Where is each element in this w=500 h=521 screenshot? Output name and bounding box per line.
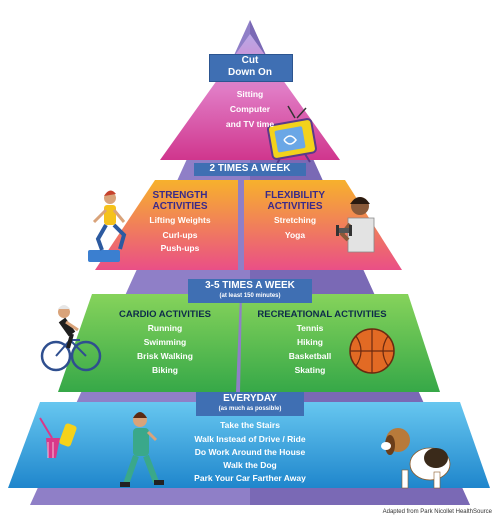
everyday-item-walk-dog: Walk the Dog	[223, 460, 277, 470]
cardio-item-swimming: Swimming	[143, 337, 187, 347]
woman-stepper-icon	[88, 190, 127, 262]
flexibility-heading-line1: FLEXIBILITY	[265, 190, 325, 201]
flexibility-item-yoga: Yoga	[284, 230, 306, 240]
strength-item-pushups: Push-ups	[160, 243, 200, 253]
tier-twice-left	[95, 180, 238, 270]
top-item-sitting: Sitting	[236, 89, 264, 99]
tier-recreational	[240, 294, 440, 392]
label-everyday-box	[196, 392, 304, 416]
flexibility-heading-line2: ACTIVITIES	[267, 201, 323, 212]
cleaning-supplies-icon	[39, 417, 77, 458]
credit-note: Adapted from Park Nicollet HealthSource	[382, 509, 492, 515]
cyclist-icon	[40, 305, 102, 372]
top-item-computer: Computer	[229, 104, 271, 114]
top-item-tv: and TV time	[225, 119, 275, 129]
tv-icon	[267, 105, 317, 167]
strength-heading-line2: ACTIVITIES	[152, 201, 208, 212]
recreational-item-tennis: Tennis	[296, 323, 324, 333]
cardio-item-running: Running	[147, 323, 183, 333]
everyday-item-walk-instead: Walk Instead of Drive / Ride	[194, 434, 306, 444]
label-three-five: 3-5 TIMES A WEEK	[205, 280, 295, 291]
top-title-line1: Cut	[241, 55, 259, 66]
tier-everyday	[8, 402, 490, 488]
beagle-dog-icon	[381, 428, 451, 489]
everyday-item-park-farther: Park Your Car Farther Away	[194, 473, 306, 483]
man-dumbbell-icon	[336, 197, 375, 253]
recreational-item-hiking: Hiking	[297, 337, 323, 347]
flexibility-item-stretching: Stretching	[273, 215, 317, 225]
strength-item-curlups: Curl-ups	[162, 230, 198, 240]
basketball-icon	[349, 328, 395, 374]
label-three-five-box	[188, 279, 312, 303]
top-title-line2: Down On	[228, 67, 272, 78]
tier-cardio	[58, 294, 240, 392]
cardio-item-brisk-walking: Brisk Walking	[137, 351, 193, 361]
strength-heading-line1: STRENGTH	[152, 190, 208, 201]
recreational-item-skating: Skating	[294, 365, 326, 375]
recreational-item-basketball: Basketball	[288, 351, 332, 361]
cardio-heading: CARDIO ACTIVITIES	[118, 309, 211, 320]
recreational-heading: RECREATIONAL ACTIVITIES	[257, 309, 387, 320]
woman-walking-phone-icon	[120, 412, 164, 487]
everyday-item-house-work: Do Work Around the House	[194, 447, 306, 457]
label-three-five-sub: (at least 150 minutes)	[219, 293, 281, 299]
everyday-item-stairs: Take the Stairs	[220, 420, 280, 430]
label-everyday: EVERYDAY	[223, 393, 277, 404]
cardio-item-biking: Biking	[152, 365, 178, 375]
strength-item-lifting: Lifting Weights	[149, 215, 211, 225]
label-everyday-sub: (as much as possible)	[218, 406, 282, 412]
top-title-box	[209, 54, 293, 82]
label-two-times-week: 2 TIMES A WEEK	[194, 163, 306, 176]
